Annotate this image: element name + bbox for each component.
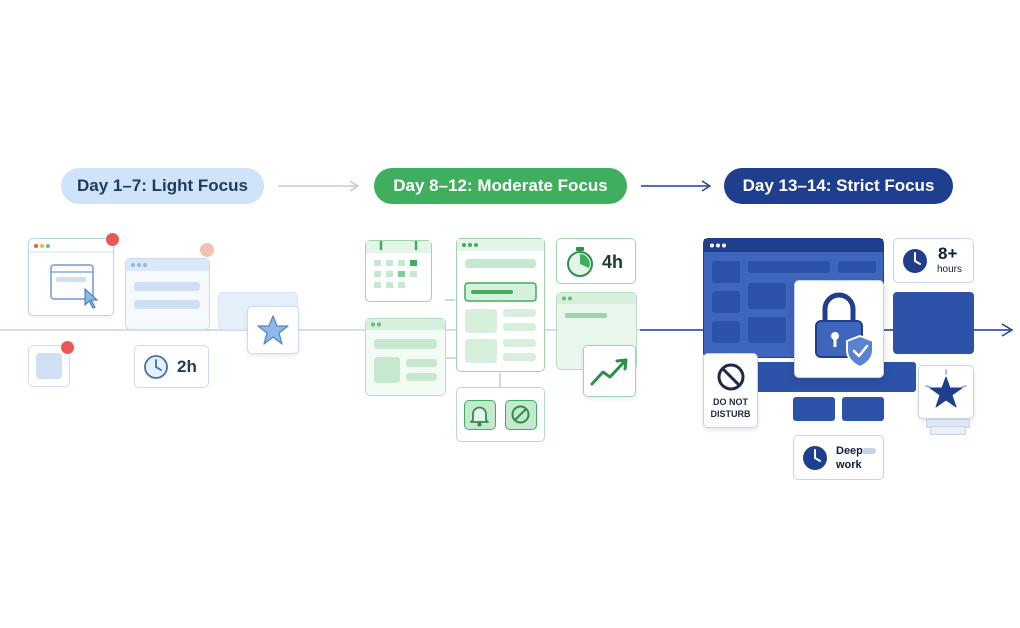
timeline-end-arrow-icon	[1001, 323, 1014, 337]
deep-work-line-2: work	[836, 459, 862, 471]
notification-dot	[106, 233, 119, 246]
strict-tile	[842, 397, 884, 421]
star-icon	[257, 315, 289, 345]
bell-icon	[470, 406, 489, 427]
strict-star-card	[918, 365, 974, 419]
star-burst-icon	[925, 369, 967, 408]
phase-label-strict: Day 13–14: Strict Focus	[742, 176, 935, 195]
strict-deep-work-card: Deep work	[793, 435, 884, 480]
deep-work-line-1: Deep	[836, 445, 863, 457]
star-card-base	[930, 426, 966, 435]
browser-window-icon	[29, 244, 113, 309]
phase-label-light: Day 1–7: Light Focus	[77, 176, 248, 195]
strict-lock-card	[794, 280, 884, 378]
clock-icon	[803, 446, 827, 470]
block-tile	[505, 400, 537, 430]
stopwatch-icon	[567, 247, 593, 277]
notification-dot	[61, 341, 74, 354]
dnd-line-1: DO NOT	[713, 397, 748, 407]
dnd-line-2: DISTURB	[710, 409, 751, 419]
phase-label-moderate: Day 8–12: Moderate Focus	[393, 176, 608, 195]
strict-dnd-card: DO NOT DISTURB	[703, 353, 758, 428]
moderate-timer-value: 4h	[602, 252, 624, 272]
moderate-list-window	[365, 318, 446, 396]
light-browser-window	[28, 238, 114, 316]
moderate-timer-card: 4h	[556, 238, 636, 284]
do-not-disturb-icon	[717, 363, 745, 391]
phase-pill-light: Day 1–7: Light Focus	[61, 168, 264, 204]
light-timer-value: 2h	[177, 357, 197, 376]
clock-icon	[144, 355, 168, 379]
phase-pill-strict: Day 13–14: Strict Focus	[724, 168, 953, 204]
moderate-trend-card	[583, 345, 636, 397]
clock-icon	[903, 249, 927, 273]
strict-timer-card: 8+ hours	[893, 238, 974, 283]
deep-work-bar	[862, 448, 876, 454]
strict-timer-unit: hours	[937, 264, 963, 275]
strict-side-block	[893, 292, 974, 354]
moderate-app-window	[456, 238, 545, 372]
strict-timer-value: 8+	[938, 244, 958, 263]
lock-shield-icon	[815, 292, 874, 369]
moderate-calendar-card	[365, 235, 432, 302]
light-star-card	[247, 306, 299, 354]
light-timer-card: 2h	[134, 345, 209, 388]
moderate-blocker-panel	[456, 387, 545, 442]
calendar-icon	[366, 235, 431, 288]
strict-tile	[793, 397, 835, 421]
light-panel-window	[125, 258, 210, 330]
phase-pill-moderate: Day 8–12: Moderate Focus	[374, 168, 627, 204]
trend-up-icon	[590, 358, 628, 386]
notification-dot	[200, 243, 214, 257]
bell-tile	[464, 400, 496, 430]
block-icon	[511, 405, 530, 424]
